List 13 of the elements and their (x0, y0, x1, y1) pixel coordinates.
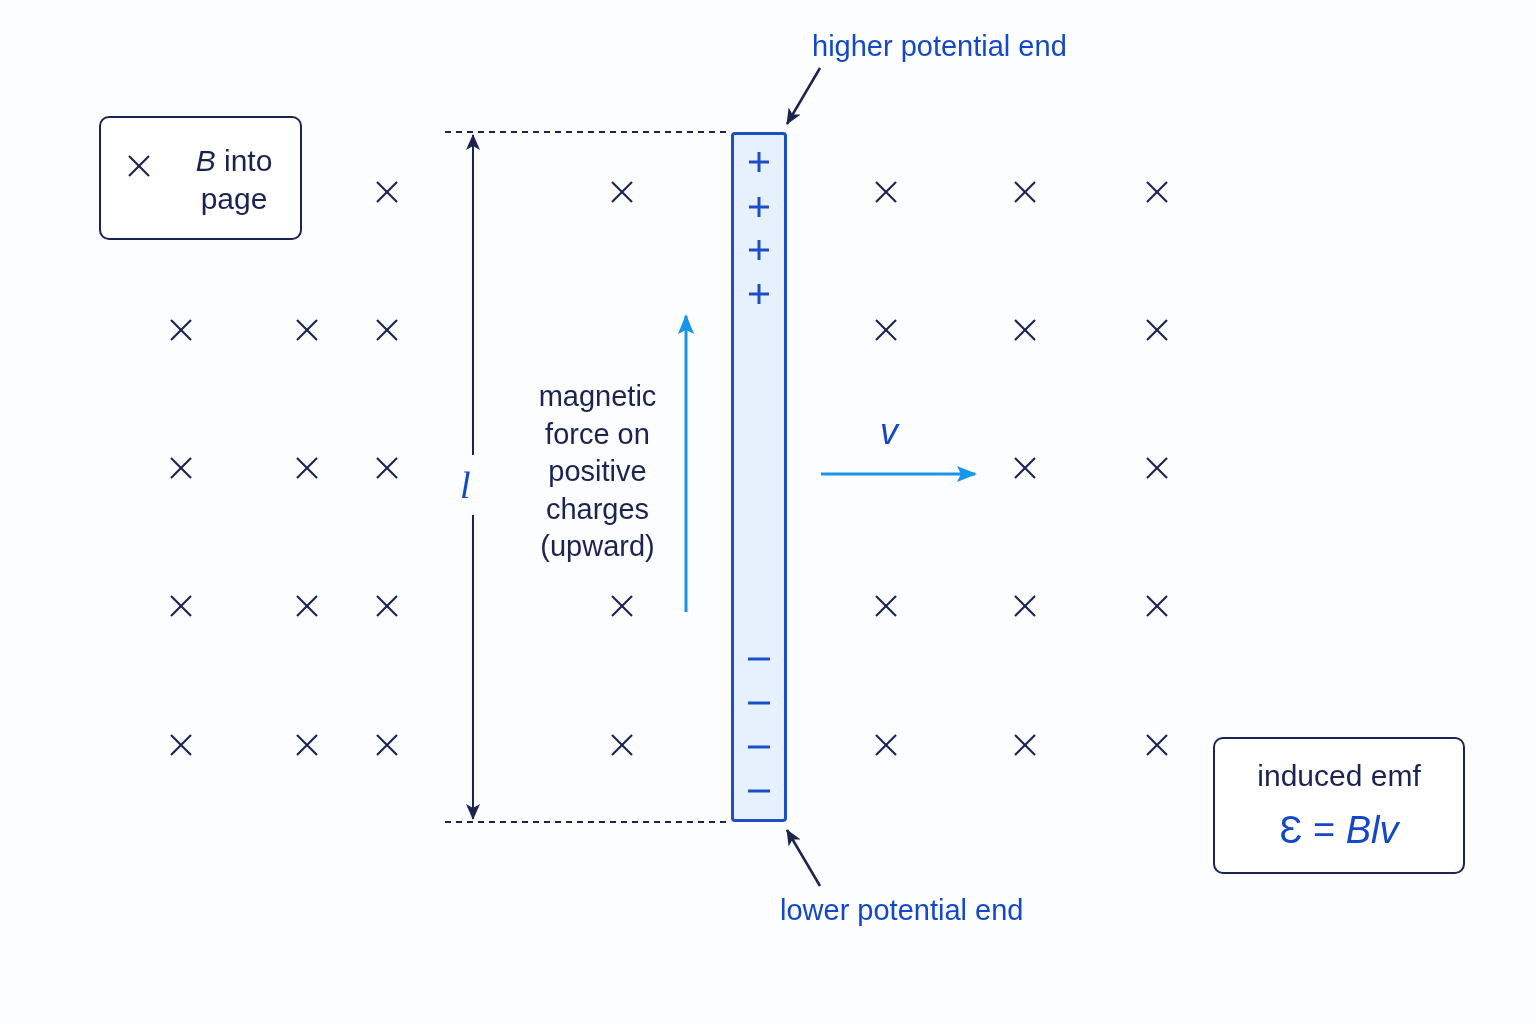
formula-box (1213, 737, 1465, 874)
leader-arrow (785, 67, 822, 125)
leader-arrow (785, 829, 822, 887)
legend-text: B into page (194, 143, 274, 217)
force-label: magnetic force on positive charges (upward) (537, 379, 658, 564)
box-heading: induced emf (1257, 757, 1421, 794)
length-label: l (460, 463, 471, 508)
callout-text: lower potential end (780, 890, 1055, 930)
conducting-rod (731, 132, 787, 822)
emf-formula: Ɛ = Blv (1279, 807, 1399, 853)
legend-box (99, 116, 302, 240)
velocity-label: v (880, 410, 898, 454)
callout-text: higher potential end (812, 26, 1112, 66)
